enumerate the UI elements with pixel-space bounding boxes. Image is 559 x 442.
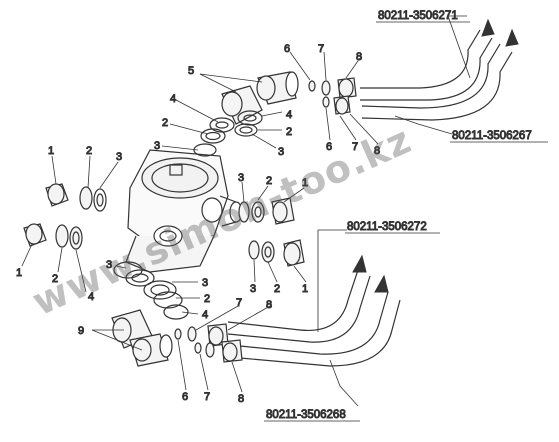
callout-7: 7 [318, 43, 324, 55]
arrow-icon [352, 254, 389, 293]
elbow-fitting-bottom [111, 309, 173, 367]
callout-7: 7 [204, 391, 210, 403]
callout-4: 4 [170, 93, 176, 105]
pipe-nuts-top [308, 77, 357, 115]
callout-2: 2 [266, 175, 272, 187]
plug-left-upper [45, 183, 107, 212]
callout-6: 6 [326, 141, 332, 153]
arrow-icon [481, 18, 519, 47]
callout-4: 4 [88, 291, 94, 303]
callout-1: 1 [16, 267, 22, 279]
plug-left-lower [23, 223, 83, 250]
lower-seals [113, 261, 189, 320]
callout-8: 8 [266, 299, 272, 311]
part-number-middle: 80211-3506272 [347, 221, 427, 233]
elbow-fitting-top [221, 71, 299, 125]
callout-4: 4 [286, 109, 292, 121]
callout-3: 3 [250, 283, 256, 295]
callout-2: 2 [204, 293, 210, 305]
callout-2: 2 [274, 283, 280, 295]
callout-2: 2 [86, 145, 92, 157]
callout-9: 9 [78, 325, 84, 337]
callout-6: 6 [284, 43, 290, 55]
callout-2: 2 [52, 273, 58, 285]
callout-5: 5 [188, 65, 194, 77]
callout-8: 8 [374, 145, 380, 157]
callout-3: 3 [202, 277, 208, 289]
valve-body [125, 149, 243, 273]
pipe-lower-pair [227, 269, 401, 367]
leader-lines [21, 15, 471, 407]
callout-3: 3 [278, 146, 284, 158]
part-number-right-upper: 80211-3506267 [452, 130, 532, 142]
callout-7: 7 [352, 141, 358, 153]
callout-1: 1 [48, 145, 54, 157]
callout-numbers: 5 4 4 2 2 3 3 1 2 3 1 2 4 3 3 2 1 3 2 1 … [16, 43, 381, 406]
callout-3: 3 [116, 151, 122, 163]
callout-3: 3 [238, 172, 244, 184]
callout-2: 2 [286, 126, 292, 138]
callout-1: 1 [302, 177, 308, 189]
callout-7: 7 [236, 297, 242, 309]
callout-1: 1 [302, 283, 308, 295]
callout-6: 6 [182, 391, 188, 403]
callout-3: 3 [106, 259, 112, 271]
callout-8: 8 [356, 51, 362, 63]
part-number-top-right: 80211-3506271 [378, 10, 458, 22]
pipe-upper-pair [360, 29, 513, 121]
pipe-nuts-bottom [174, 323, 243, 363]
callout-8: 8 [238, 393, 244, 405]
part-number-bottom: 80211-3506268 [266, 409, 346, 421]
callout-3: 3 [154, 140, 160, 152]
callout-4: 4 [202, 309, 208, 321]
plug-right-upper [238, 197, 295, 225]
plug-right-lower [248, 239, 305, 267]
callout-2: 2 [162, 117, 168, 129]
seal-rings [193, 110, 263, 157]
